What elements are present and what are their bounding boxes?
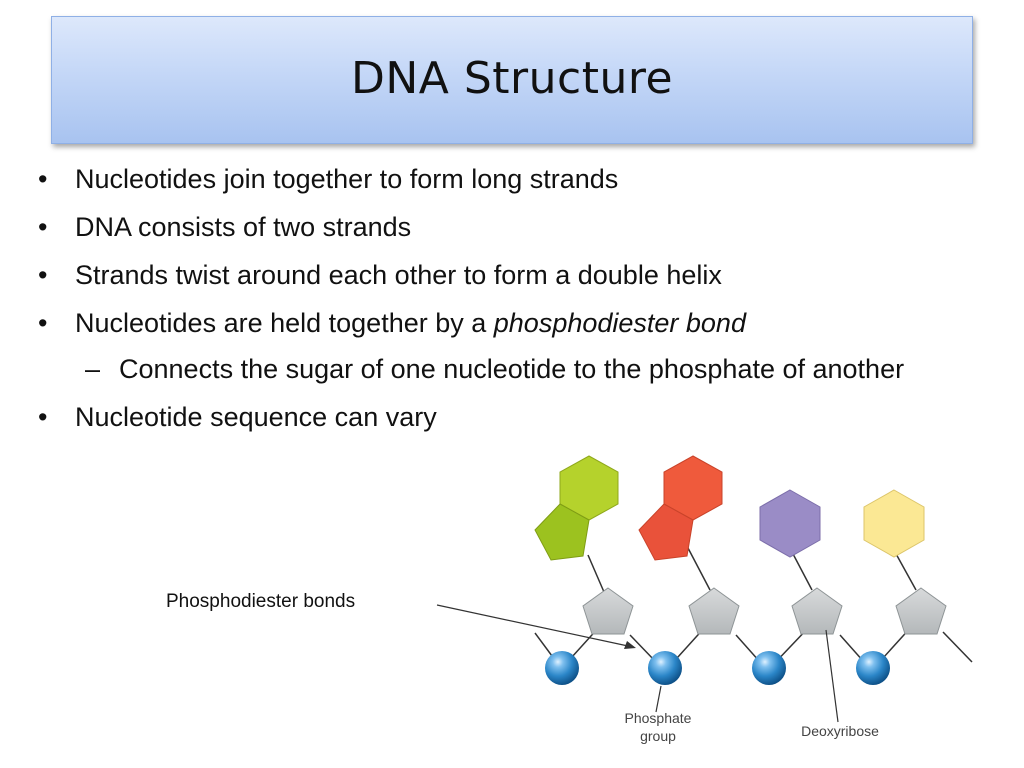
label-pointers xyxy=(436,604,839,723)
arrowhead xyxy=(624,641,636,649)
bullet-text: Nucleotide sequence can vary xyxy=(75,402,437,432)
phosphate-group-label-line2: group xyxy=(640,728,676,744)
sugar-1 xyxy=(582,587,634,635)
bullet-dot: • xyxy=(38,308,48,338)
bullet-dot: • xyxy=(38,164,48,194)
deoxyribose-sugars xyxy=(582,587,947,635)
deoxyribose-label: Deoxyribose xyxy=(801,723,879,739)
bullet-item: • Nucleotides are held together by a pho… xyxy=(30,304,980,342)
bullet-dot: • xyxy=(38,212,48,242)
phosphate-1 xyxy=(545,651,579,685)
bullet-text: DNA consists of two strands xyxy=(75,212,412,242)
phosphate-groups xyxy=(545,651,890,685)
bullet-text: Strands twist around each other to form … xyxy=(75,260,722,290)
bullet-item: • DNA consists of two strands xyxy=(30,208,980,246)
phosphate-group-label-line1: Phosphate xyxy=(625,710,692,726)
sugar-2 xyxy=(688,587,740,635)
phosphodiester-bonds-label: Phosphodiester bonds xyxy=(166,591,356,612)
sugar-3 xyxy=(791,587,843,635)
phosphate-2 xyxy=(648,651,682,685)
base-green xyxy=(534,455,619,561)
title-banner: DNA Structure xyxy=(51,16,973,144)
bullet-item: • Nucleotides join together to form long… xyxy=(30,160,980,198)
bullet-text: Nucleotides join together to form long s… xyxy=(75,164,619,194)
base-yellow xyxy=(863,489,925,558)
sub-bullet-dash: – xyxy=(85,354,101,384)
phosphate-4 xyxy=(856,651,890,685)
bullet-dot: • xyxy=(38,402,48,432)
sugar-4 xyxy=(895,587,947,635)
slide-title: DNA Structure xyxy=(350,52,674,104)
bullet-text-italic: phosphodiester bond xyxy=(493,308,746,338)
base-red xyxy=(638,455,723,561)
bullet-text: Nucleotides are held together by a xyxy=(75,308,494,338)
base-purple xyxy=(759,489,821,558)
bullet-item: • Strands twist around each other to for… xyxy=(30,256,980,294)
sub-bullet-item: – Connects the sugar of one nucleotide t… xyxy=(30,350,959,388)
phosphate-3 xyxy=(752,651,786,685)
sub-bullet-text: Connects the sugar of one nucleotide to … xyxy=(119,354,905,384)
bullet-item: • Nucleotide sequence can vary xyxy=(30,398,980,436)
bullet-list: • Nucleotides join together to form long… xyxy=(30,160,980,446)
bullet-dot: • xyxy=(38,260,48,290)
